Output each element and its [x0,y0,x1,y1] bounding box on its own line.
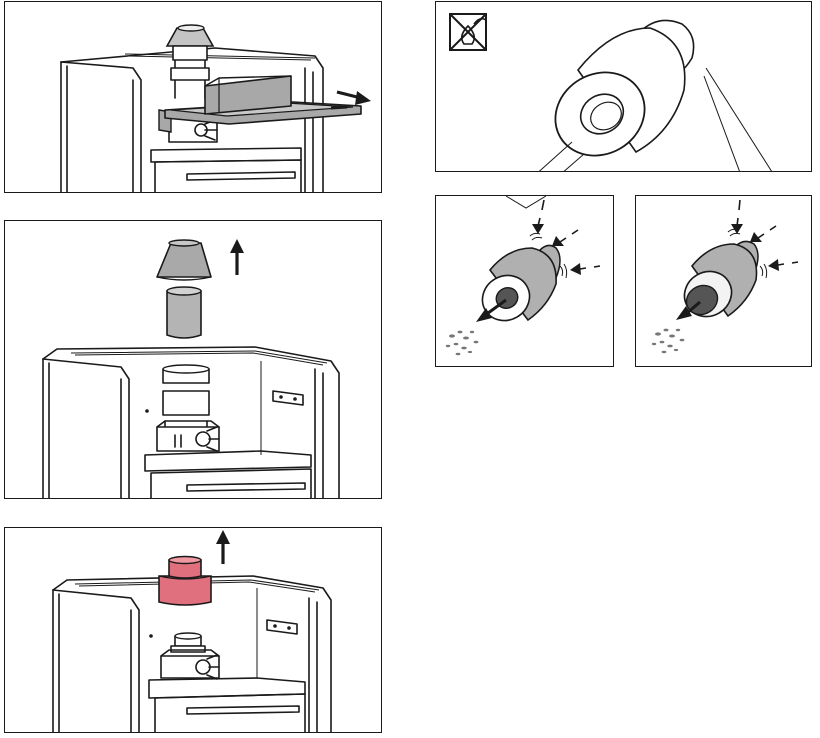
step-2-lift-cap-panel [4,220,382,499]
direction-arrow-up-icon [216,530,230,564]
airflow-clean-filter-panel [435,195,614,367]
cabinet-front-post [42,358,130,498]
drawer-handle [186,482,306,492]
step-1-illustration [60,24,371,192]
wall-bracket [272,390,304,406]
airflow-in-arrow-icon [532,199,601,275]
cabinet-drawer [154,159,302,192]
callout-line-right [703,67,772,171]
cone-cap [156,242,212,278]
debris-particles [651,328,685,354]
vent-grille [124,53,316,61]
debris-particles [445,330,479,356]
drawer-handle [186,171,296,181]
direction-arrow-right-icon [336,90,371,105]
vent-grille [74,579,320,593]
filter-cartridge-clogged [683,240,759,318]
airflow-clogged-illustration [651,199,799,354]
cabinet-shelf [144,450,312,472]
pump-box [156,426,220,452]
cabinet-front-post [60,61,142,192]
cabinet-top [42,346,340,498]
airflow-out-arrow-icon [676,300,701,320]
airflow-out-arrow-icon [476,298,507,322]
cabinet-drawer [154,693,306,732]
step-3-illustration [52,530,332,732]
step-3-lift-filter-panel [4,527,382,733]
drawer-handle [186,705,300,715]
filter-cartridge [554,19,695,157]
filter-closeup-illustration [449,13,772,171]
step-1-slide-out-tray-panel [4,1,382,193]
airflow-clogged-filter-panel [635,195,812,367]
vent-grille [70,350,328,366]
wall-bracket [266,619,298,635]
airflow-clean-illustration [445,196,601,356]
airflow-in-arrow-icon [731,199,799,271]
no-water-wash-icon [449,13,487,51]
filter-detail-panel [435,1,812,172]
cabinet-shelf [148,677,306,699]
direction-arrow-up-icon [230,239,244,275]
callout-line-left [538,141,585,171]
cabinet-top [52,575,332,732]
filter-sleeve [166,290,202,339]
cabinet-front-post [52,589,140,732]
step-2-illustration [42,239,340,498]
filter-cartridge-highlighted [158,575,212,606]
cabinet-drawer [150,468,312,498]
